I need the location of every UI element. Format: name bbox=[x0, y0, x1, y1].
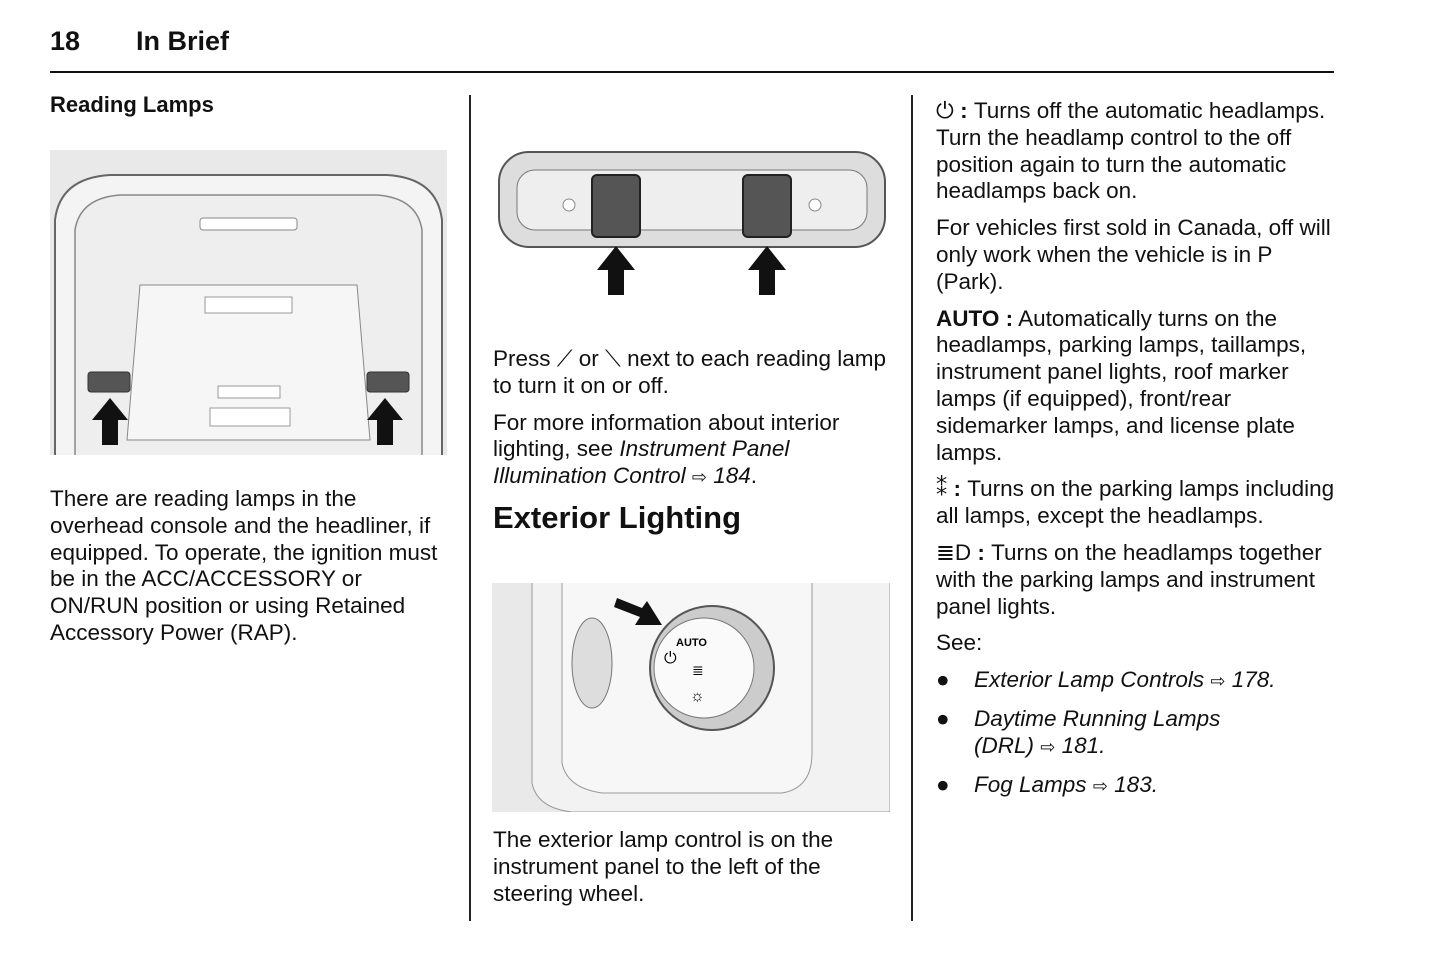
page-header: 18 In Brief bbox=[50, 26, 229, 57]
text: next to each reading lamp to turn it on … bbox=[493, 346, 886, 398]
page-title: In Brief bbox=[136, 26, 230, 56]
column-1-text: There are reading lamps in the overhead … bbox=[50, 486, 450, 657]
parking-lamps-description: ⁑ : Turns on the parking lamps including… bbox=[936, 476, 1336, 530]
text: Turns on the headlamps together with the… bbox=[936, 539, 1322, 619]
column-2-text: Press ⟋ or ⟍ next to each reading lamp t… bbox=[493, 346, 893, 535]
list-item: ● Fog Lamps ⇨ 183. bbox=[936, 772, 1336, 800]
headlamp-icon: ≣ bbox=[692, 662, 704, 678]
text: : bbox=[947, 476, 968, 502]
page-reference[interactable]: 184 bbox=[706, 463, 751, 489]
dial-auto-label: AUTO bbox=[676, 637, 707, 649]
auto-label: AUTO : bbox=[936, 305, 1014, 331]
exterior-lamp-control-illustration: AUTO ⏻ ≣ ☼ bbox=[492, 583, 891, 813]
canada-note: For vehicles first sold in Canada, off w… bbox=[936, 215, 1331, 294]
press-instruction: Press ⟋ or ⟍ next to each reading lamp t… bbox=[493, 346, 893, 400]
headlamps-description: ≣D : Turns on the headlamps together wit… bbox=[936, 540, 1336, 620]
page-reference[interactable]: 181. bbox=[1055, 732, 1106, 758]
text: : bbox=[953, 98, 974, 123]
link-daytime-running-lamps[interactable]: Daytime Running Lamps (DRL) bbox=[974, 705, 1221, 758]
text: or bbox=[572, 346, 606, 371]
power-off-icon: ⏻ bbox=[936, 98, 954, 123]
reading-lamp-left-icon: ⟋ bbox=[556, 346, 573, 371]
link-exterior-lamp-controls[interactable]: Exterior Lamp Controls bbox=[974, 667, 1205, 693]
column-2-bottom-text: The exterior lamp control is on the inst… bbox=[493, 827, 893, 917]
column-3: ⏻ : Turns off the automatic headlamps. T… bbox=[936, 98, 1336, 810]
section-heading-exterior-lighting: Exterior Lighting bbox=[493, 499, 741, 535]
reference-arrow-icon: ⇨ bbox=[1210, 671, 1226, 692]
bullet-icon: ● bbox=[936, 667, 950, 693]
parking-lamp-icon: ⁑ bbox=[936, 476, 948, 502]
bullet-icon: ● bbox=[936, 705, 950, 731]
page-reference[interactable]: 178. bbox=[1225, 667, 1276, 693]
text: Press bbox=[493, 346, 557, 371]
reading-lamps-paragraph: There are reading lamps in the overhead … bbox=[50, 486, 438, 645]
see-label: See: bbox=[936, 630, 983, 656]
reading-lamp-switches-illustration bbox=[497, 150, 887, 295]
column-1: Reading Lamps bbox=[50, 92, 450, 119]
text: Turns on the parking lamps including all… bbox=[936, 476, 1335, 529]
list-item: ● Exterior Lamp Controls ⇨ 178. bbox=[936, 667, 1336, 695]
reading-lamp-right-icon: ⟍ bbox=[605, 346, 621, 371]
column-divider bbox=[469, 95, 471, 921]
text: Automatically turns on the headlamps, pa… bbox=[936, 305, 1307, 465]
link-fog-lamps[interactable]: Fog Lamps bbox=[974, 771, 1087, 797]
power-icon: ⏻ bbox=[664, 650, 677, 667]
text: Turns off the automatic headlamps. Turn … bbox=[936, 98, 1326, 204]
text: For more information about interior ligh… bbox=[493, 409, 840, 462]
column-divider bbox=[911, 95, 913, 921]
section-heading-reading-lamps: Reading Lamps bbox=[50, 92, 214, 117]
overhead-console-illustration bbox=[50, 150, 447, 455]
link-instrument-panel-illumination[interactable]: Instrument Panel Illumination Control bbox=[493, 436, 790, 489]
headlamp-icon: ≣D bbox=[936, 539, 972, 565]
auto-description: AUTO : Automatically turns on the headla… bbox=[936, 306, 1336, 467]
more-info-paragraph: For more information about interior ligh… bbox=[493, 410, 893, 491]
exterior-lamp-paragraph: The exterior lamp control is on the inst… bbox=[493, 827, 834, 906]
page-number: 18 bbox=[50, 26, 81, 56]
text: : bbox=[971, 539, 992, 565]
reference-arrow-icon: ⇨ bbox=[1092, 775, 1108, 796]
page-reference[interactable]: 183. bbox=[1107, 771, 1158, 797]
text: . bbox=[750, 463, 758, 489]
bullet-icon: ● bbox=[936, 771, 950, 797]
parking-lamp-icon: ☼ bbox=[690, 688, 705, 705]
reference-arrow-icon: ⇨ bbox=[1040, 736, 1056, 757]
header-rule bbox=[50, 71, 1334, 73]
reference-arrow-icon: ⇨ bbox=[691, 467, 707, 488]
list-item: ● Daytime Running Lamps (DRL) ⇨ 181. bbox=[936, 706, 1336, 761]
off-description: ⏻ : Turns off the automatic headlamps. T… bbox=[936, 98, 1336, 205]
